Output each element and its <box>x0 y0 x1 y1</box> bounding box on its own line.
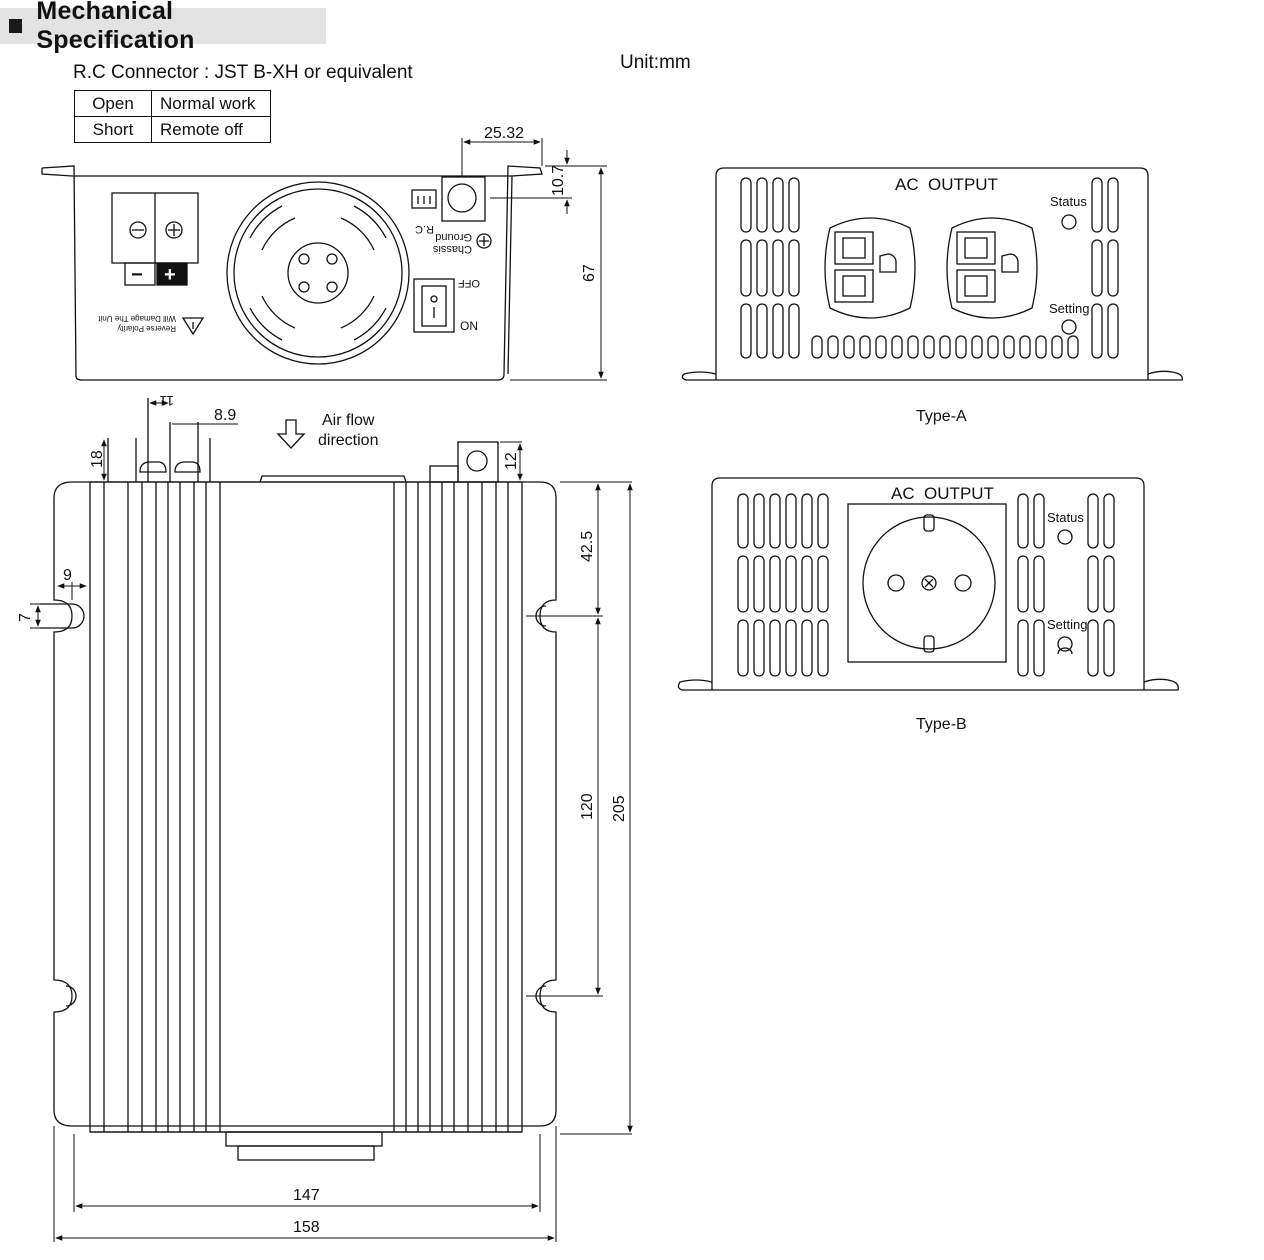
minus-label: − <box>131 264 143 286</box>
type-b-right-vents <box>1017 493 1115 677</box>
dim-ground-height: 12 <box>503 452 520 470</box>
top-dimensions <box>30 400 633 1242</box>
rc-connector-title: R.C Connector : JST B-XH or equivalent <box>73 62 413 83</box>
section-title: Mechanical Specification <box>36 0 195 54</box>
warning-icon <box>181 317 205 336</box>
type-b-panel-title: AC OUTPUT <box>891 484 994 503</box>
us-outlet-icon <box>824 217 916 319</box>
ground-label: Ground <box>435 231 472 243</box>
front-view-labels: R.C Ground Chassis OFF ON − + Reverse Po… <box>98 223 480 333</box>
on-label: ON <box>460 319 478 333</box>
top-view <box>40 398 557 1161</box>
type-a-left-vents <box>740 177 800 359</box>
us-outlet-icon <box>946 217 1038 319</box>
status-led-icon <box>1061 214 1077 230</box>
setting-button-icon <box>1057 636 1073 652</box>
dim-rc-height: 10.7 <box>550 165 567 196</box>
front-view <box>41 165 543 381</box>
dim-inner-width: 147 <box>293 1187 320 1204</box>
type-a-setting-label: Setting <box>1049 301 1089 316</box>
rc-function-cell: Remote off <box>151 116 271 143</box>
dim-terminal-pitch: 11 <box>159 393 174 409</box>
plus-label: + <box>164 264 176 286</box>
dim-terminal-width: 8.9 <box>214 407 236 424</box>
dim-rc-offset: 25.32 <box>484 125 524 142</box>
table-row: Open Normal work <box>74 90 271 117</box>
type-a-panel <box>681 167 1183 381</box>
table-row: Short Remote off <box>74 116 271 143</box>
chassis-ground-icon <box>476 233 492 249</box>
airflow-line1: Air flow <box>322 412 375 429</box>
ground-stud-icon <box>447 183 477 213</box>
type-b-panel <box>677 477 1179 691</box>
schuko-outlet-icon <box>847 503 1007 663</box>
dim-slot-width: 9 <box>63 567 72 584</box>
fan-icon <box>226 181 410 365</box>
type-a-labels: AC OUTPUT Status Setting Type-A <box>895 175 1089 425</box>
airflow-arrow-icon <box>276 419 306 449</box>
rc-function-cell: Normal work <box>151 90 271 117</box>
type-b-labels: AC OUTPUT Status Setting Type-B <box>891 484 1087 733</box>
type-a-panel-title: AC OUTPUT <box>895 175 998 194</box>
type-b-setting-label: Setting <box>1047 617 1087 632</box>
dim-slot-height: 7 <box>17 613 34 622</box>
front-dimensions <box>461 138 607 381</box>
plus-label-box <box>156 262 188 286</box>
type-a-bottom-vents <box>811 335 1079 359</box>
front-housing-outline <box>41 165 543 381</box>
airflow-line2: direction <box>318 432 378 449</box>
heatsink-fins <box>103 482 509 1132</box>
rc-state-cell: Short <box>74 116 152 143</box>
section-header: Mechanical Specification <box>0 0 326 54</box>
dim-terminal-height: 18 <box>89 450 106 468</box>
top-dimension-labels: 11 8.9 18 12 42.5 120 205 9 7 147 158 <box>17 393 628 1236</box>
type-b-left-vents <box>737 493 829 677</box>
chassis-label: Chassis <box>432 243 472 255</box>
off-label: OFF <box>458 277 480 289</box>
rc-label: R.C <box>415 223 434 235</box>
airflow-text: Air flow direction <box>318 412 378 449</box>
type-b-caption: Type-B <box>916 716 967 733</box>
front-dimension-labels: 25.32 10.7 67 <box>484 125 598 282</box>
dim-front-height: 67 <box>581 264 598 282</box>
status-led-icon <box>1057 529 1073 545</box>
dim-hole-pitch: 120 <box>579 793 596 820</box>
top-housing-outline <box>53 481 557 1127</box>
type-a-housing <box>681 167 1183 381</box>
type-a-caption: Type-A <box>916 408 967 425</box>
type-a-status-label: Status <box>1050 194 1087 209</box>
dim-length: 205 <box>611 795 628 822</box>
dim-top-offset: 42.5 <box>579 531 596 562</box>
setting-button-icon <box>1061 319 1077 335</box>
warning-line2: Will Damage The Unit <box>98 314 176 323</box>
header-square-icon <box>9 19 23 33</box>
warning-line1: Reverse Polarity <box>117 324 176 333</box>
type-b-status-label: Status <box>1047 510 1084 525</box>
power-switch <box>413 278 455 333</box>
dim-outer-width: 158 <box>293 1219 320 1236</box>
type-a-right-vents <box>1091 177 1119 359</box>
rc-connector-table: Open Normal work Short Remote off <box>74 90 271 143</box>
ground-stud-top <box>457 441 499 483</box>
type-b-housing <box>677 477 1179 691</box>
unit-label: Unit:mm <box>620 52 691 73</box>
rc-connector-icon <box>411 189 437 209</box>
